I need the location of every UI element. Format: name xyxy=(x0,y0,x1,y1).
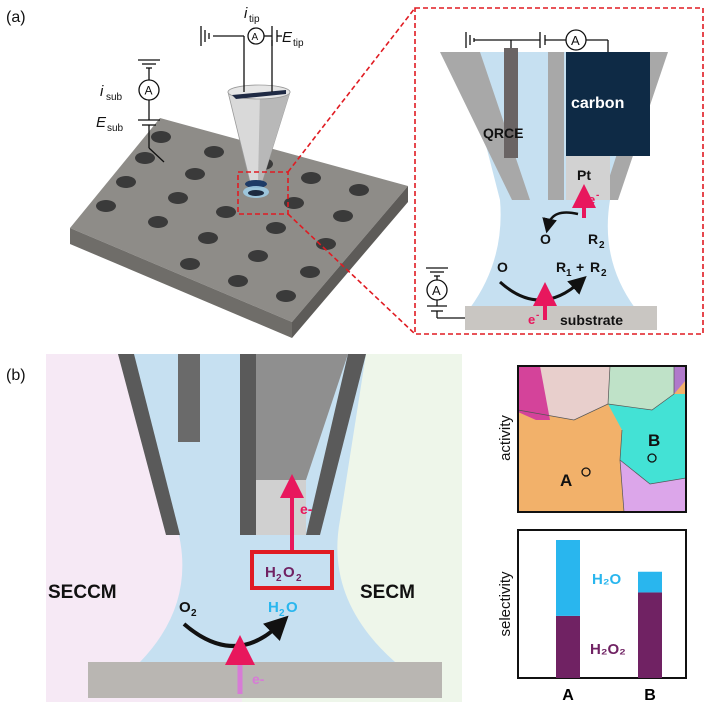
svg-text:2: 2 xyxy=(599,240,605,251)
legend-h2o: H₂O xyxy=(592,571,621,588)
tip-potential-label: E tip xyxy=(282,29,304,49)
species-r2-upper: R 2 xyxy=(588,231,605,251)
substrate-array xyxy=(70,118,408,338)
inset-tip-ammeter: A xyxy=(571,33,580,48)
svg-text:O: O xyxy=(179,599,191,616)
species-o-lower: O xyxy=(497,259,508,275)
pt-label: Pt xyxy=(577,167,591,183)
activity-map xyxy=(517,365,687,513)
inset-substrate xyxy=(465,306,657,330)
oxidation-arc xyxy=(542,211,579,234)
substrate-current-label: i sub xyxy=(100,83,123,103)
panel-a-label: (a) xyxy=(6,9,26,26)
selectivity-axis-label: selectivity xyxy=(497,571,514,637)
species-o-upper: O xyxy=(540,231,551,247)
svg-text:R: R xyxy=(588,231,598,247)
svg-text:2: 2 xyxy=(601,268,607,279)
secm-label: SECM xyxy=(360,582,415,603)
species-r1-r2: R 1 + R 2 xyxy=(556,259,607,279)
point-b-label: B xyxy=(648,431,660,450)
panel-b-schematic xyxy=(46,354,462,702)
svg-text:e: e xyxy=(528,312,535,327)
svg-text:e: e xyxy=(588,192,595,207)
category-label-b: B xyxy=(644,687,656,704)
svg-text:2: 2 xyxy=(191,608,197,619)
svg-text:sub: sub xyxy=(106,92,123,103)
tip-current-label: i tip xyxy=(244,5,260,25)
svg-text:1: 1 xyxy=(566,268,572,279)
point-a-label: A xyxy=(560,471,572,490)
svg-text:2: 2 xyxy=(279,608,285,619)
svg-text:R: R xyxy=(590,259,600,275)
tip-circuit xyxy=(200,26,282,46)
carbon-label: carbon xyxy=(571,95,624,112)
seccm-label: SECCM xyxy=(48,582,117,603)
svg-text:i: i xyxy=(100,83,104,100)
panel-b-substrate xyxy=(88,662,442,698)
svg-text:2: 2 xyxy=(276,573,282,584)
zoom-inset: A A QRCE carbon Pt e - O R 2 O R 1 + R 2… xyxy=(426,29,668,330)
svg-text:H: H xyxy=(268,599,279,616)
svg-text:2: 2 xyxy=(296,573,302,584)
tip-electron-label: e - xyxy=(588,190,599,207)
substrate-potential-label: E sub xyxy=(96,114,124,134)
svg-text:-: - xyxy=(596,190,599,201)
selectivity-chart xyxy=(517,529,687,679)
probe-tip xyxy=(227,40,291,198)
panel-b-label: (b) xyxy=(6,367,26,384)
svg-text:O: O xyxy=(283,564,295,581)
zoom-line-bottom xyxy=(287,213,416,335)
h2o2-label: H 2 O 2 xyxy=(265,564,302,584)
svg-text:H: H xyxy=(265,564,276,581)
panel-b-qrce xyxy=(178,354,200,442)
svg-text:R: R xyxy=(556,259,566,275)
svg-text:i: i xyxy=(244,5,248,22)
qrce-electrode xyxy=(504,48,518,158)
category-label-a: A xyxy=(562,687,574,704)
sub-ammeter-symbol: A xyxy=(145,84,153,98)
zoom-line-top xyxy=(287,7,416,173)
substrate-electron-label: e - xyxy=(528,310,539,327)
svg-text:O: O xyxy=(286,599,298,616)
substrate-circuit xyxy=(138,59,165,163)
spot-array xyxy=(96,131,369,302)
substrate-label: substrate xyxy=(560,312,623,328)
bar-h2o-a xyxy=(556,540,580,616)
svg-text:sub: sub xyxy=(107,123,124,134)
panel-b-substrate-electron-label: e- xyxy=(252,671,265,687)
svg-text:tip: tip xyxy=(249,14,260,25)
h2o2-box xyxy=(250,550,334,590)
selectivity-bars xyxy=(556,540,662,678)
svg-text:+: + xyxy=(576,259,584,275)
carbon-electrode xyxy=(566,52,650,156)
tip-ammeter-symbol: A xyxy=(252,32,259,43)
qrce-label: QRCE xyxy=(483,125,523,141)
panel-b-tip-electron-label: e- xyxy=(300,501,313,517)
bar-h2o2-b xyxy=(638,592,662,678)
zoom-box xyxy=(237,171,289,215)
h2o-label: H 2 O xyxy=(268,599,298,619)
inset-sub-ammeter: A xyxy=(432,283,441,298)
activity-axis-label: activity xyxy=(497,415,514,461)
bar-h2o2-a xyxy=(556,615,580,678)
bar-h2o-b xyxy=(638,571,662,593)
o2-label: O 2 xyxy=(179,599,197,619)
svg-text:E: E xyxy=(282,29,293,46)
svg-text:tip: tip xyxy=(293,38,304,49)
svg-text:E: E xyxy=(96,114,107,131)
legend-h2o2: H₂O₂ xyxy=(590,641,626,658)
svg-text:-: - xyxy=(536,310,539,321)
